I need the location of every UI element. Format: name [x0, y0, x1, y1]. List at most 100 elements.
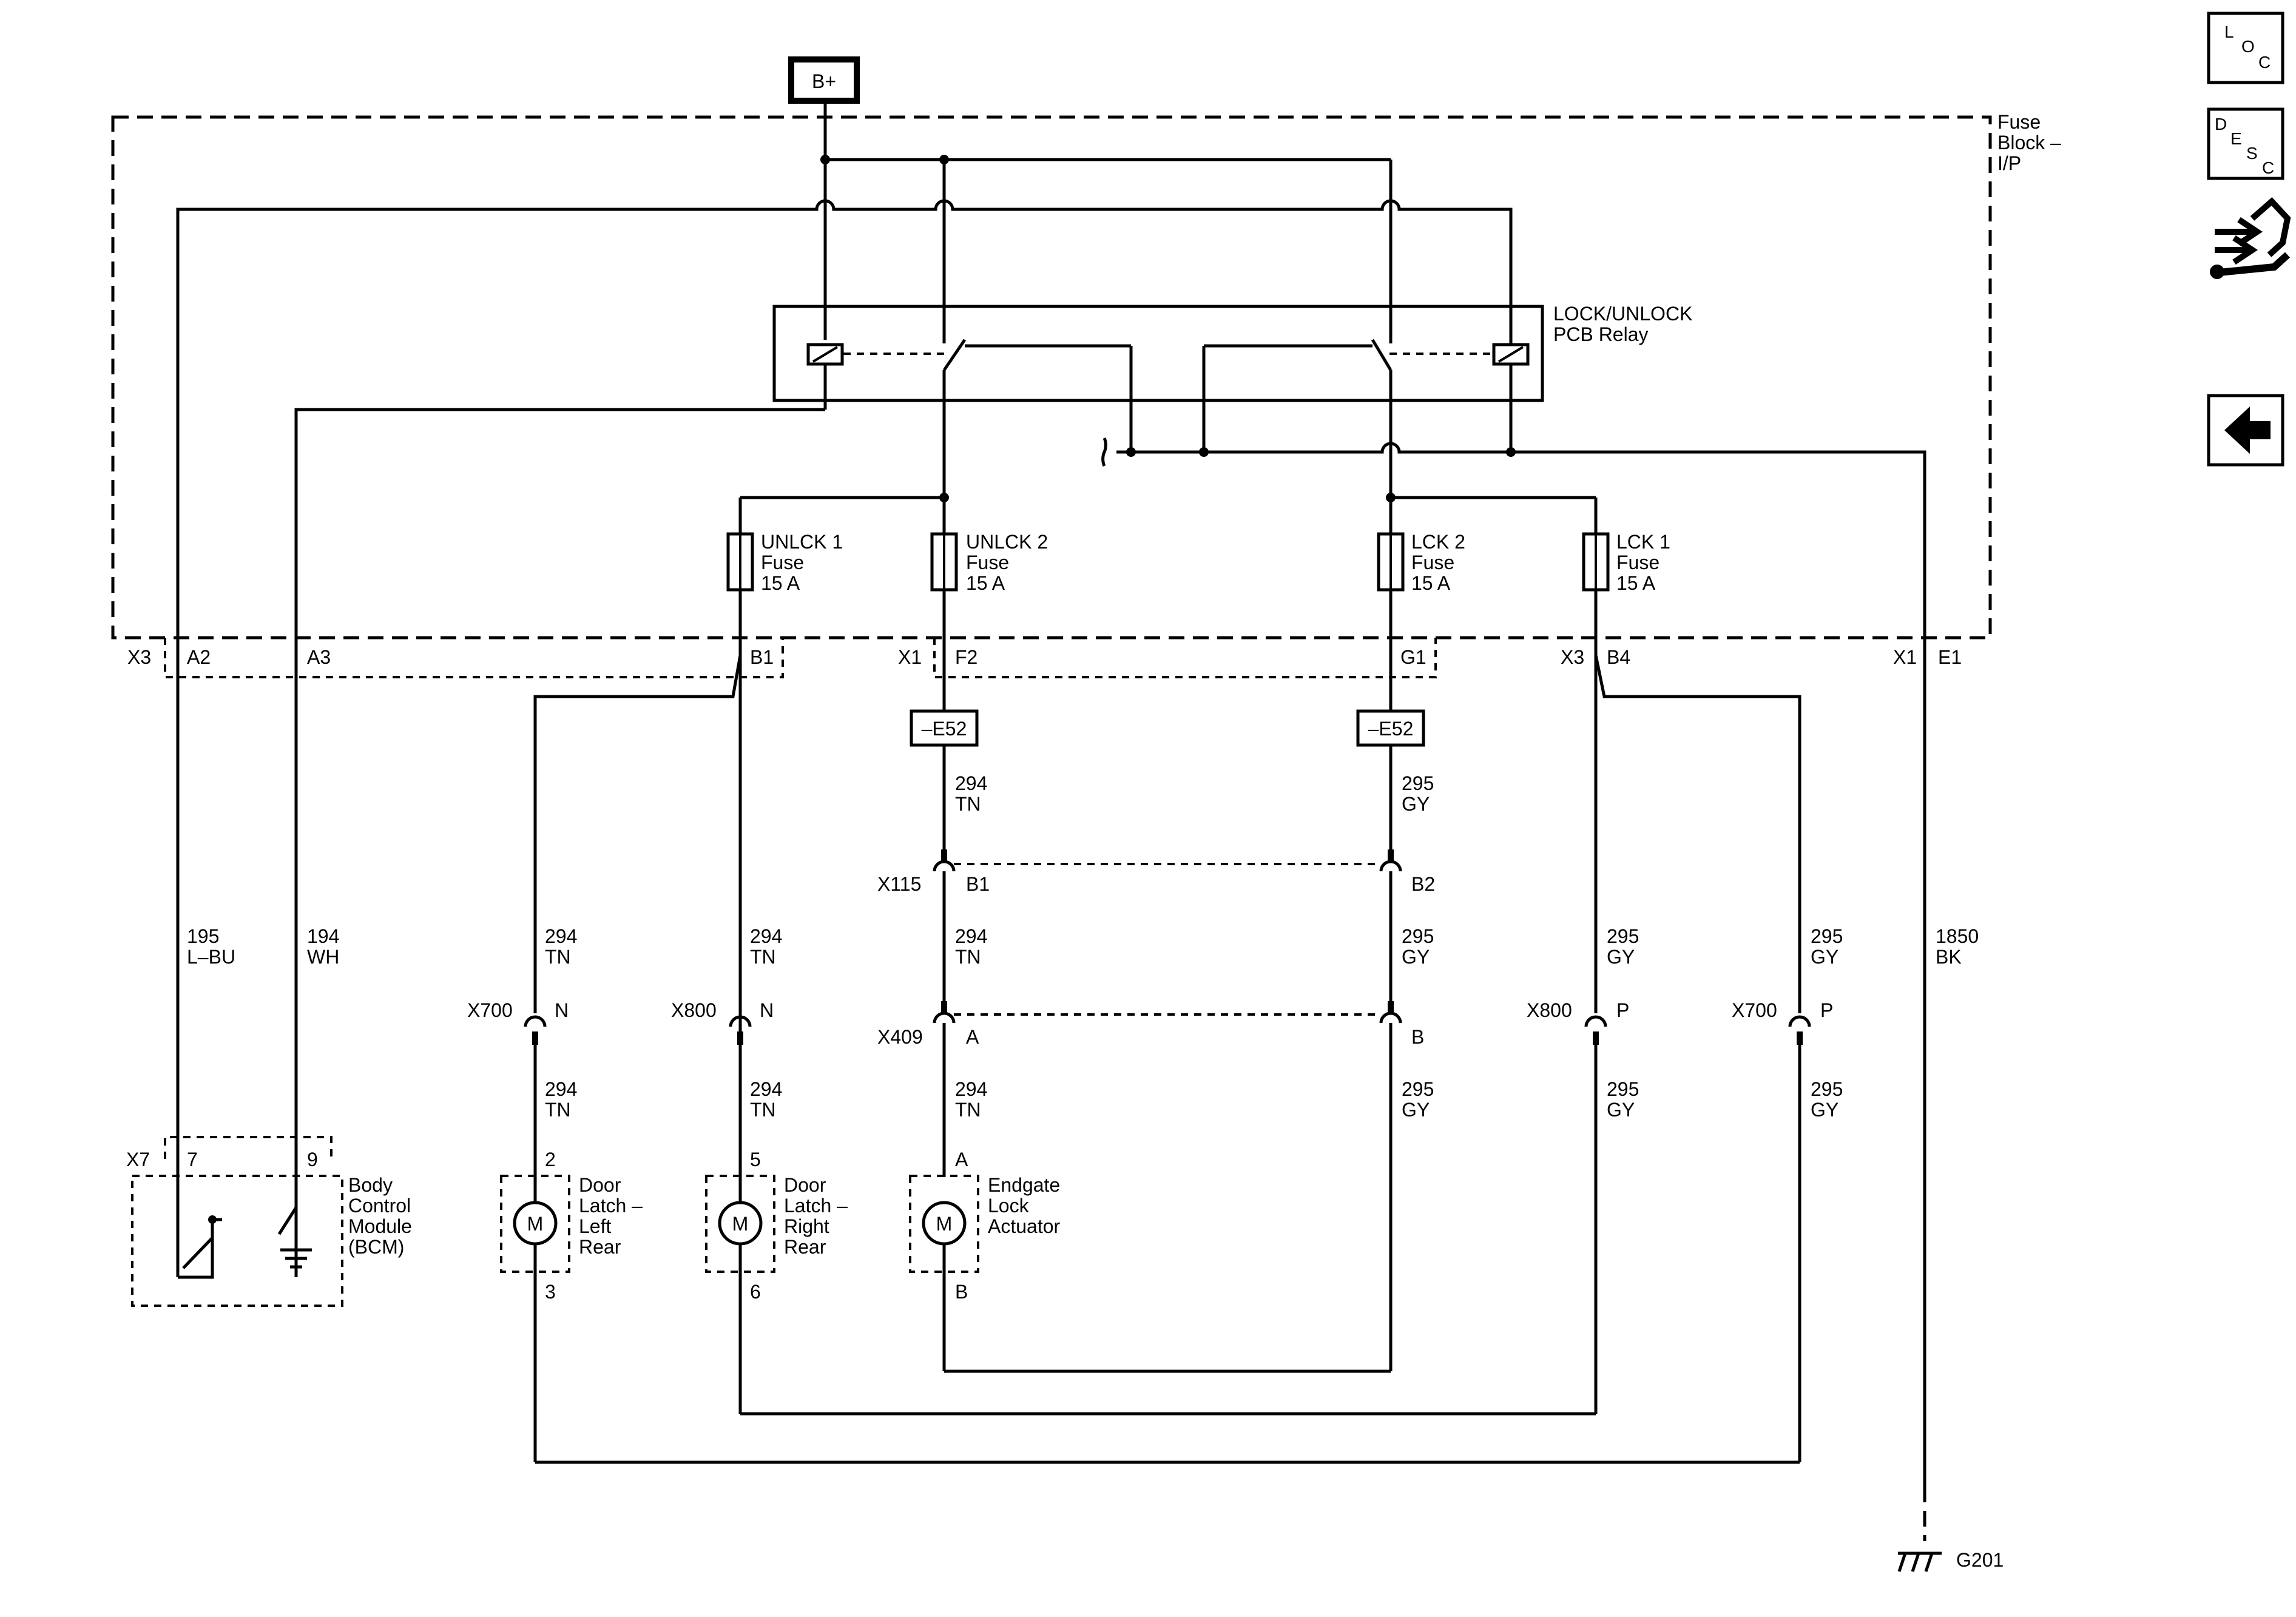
- endgate-pin-top: A: [955, 1149, 968, 1170]
- connector-x800-left: [729, 1015, 752, 1045]
- endgate-outline: [909, 1175, 979, 1273]
- conn-x409-label: X409: [877, 1026, 923, 1048]
- fuse-lck2-type: Fuse: [1411, 552, 1454, 573]
- bcm-pin-9: 9: [307, 1149, 318, 1170]
- endgate-label-3: Actuator: [988, 1215, 1061, 1237]
- conn-x800-right-pin: P: [1616, 999, 1629, 1021]
- pin-g1: G1: [1400, 646, 1427, 668]
- fuse-block-label-1: Fuse: [1997, 111, 2041, 133]
- pin-a3: A3: [307, 646, 331, 668]
- door-rr-label-3: Right: [784, 1215, 829, 1237]
- conn-x115-b2: B2: [1411, 873, 1435, 895]
- splice-e52-right-label: –E52: [1368, 718, 1414, 740]
- pin-x1-right: X1: [1893, 646, 1917, 668]
- desc-icon-d: D: [2215, 115, 2227, 133]
- wire-294-label-c: 294: [955, 1078, 987, 1100]
- door-rr-pin-top: 5: [750, 1149, 761, 1170]
- wire-194-label: 194: [307, 925, 339, 947]
- splice-e52-left: [910, 709, 979, 747]
- fuse-unlck2-type: Fuse: [966, 552, 1009, 573]
- connector-x700-left: [524, 1015, 547, 1045]
- bcm-label-3: Module: [348, 1215, 412, 1237]
- relay-label-1: LOCK/UNLOCK: [1553, 303, 1692, 325]
- wire-wh-label: WH: [307, 946, 339, 968]
- ground-g201-label: G201: [1956, 1549, 2004, 1571]
- wire-tn-label-f: TN: [545, 1099, 571, 1121]
- fuse-lck2-name: LCK 2: [1411, 531, 1465, 553]
- door-rr-outline: [705, 1175, 775, 1273]
- door-lr-label-3: Left: [579, 1215, 611, 1237]
- wire-tn-label-d: TN: [545, 946, 571, 968]
- door-rr-label-1: Door: [784, 1174, 826, 1196]
- pin-b4: B4: [1607, 646, 1630, 668]
- back-arrow-icon[interactable]: [2207, 394, 2284, 467]
- pin-b1: B1: [750, 646, 774, 668]
- wire-gy-label-g: GY: [1811, 1099, 1838, 1121]
- conn-x800-left: X800: [671, 999, 717, 1021]
- wire-tn-label-a: TN: [955, 793, 981, 815]
- fuse-block-label-2: Block –: [1997, 132, 2061, 154]
- conn-x800-left-pin: N: [760, 999, 774, 1021]
- pin-x1-mid: X1: [898, 646, 922, 668]
- door-lr-pin-top: 2: [545, 1149, 556, 1170]
- conn-x700-left: X700: [467, 999, 513, 1021]
- wire-gy-label-f: GY: [1607, 1099, 1635, 1121]
- fuse-block-outline: [111, 115, 1992, 640]
- wire-294-label-g: 294: [750, 1078, 782, 1100]
- wire-295-label-g: 295: [1811, 1078, 1843, 1100]
- conn-x409-a: A: [966, 1026, 979, 1048]
- endgate-pin-bottom: B: [955, 1281, 968, 1303]
- battery-positive-label: B+: [812, 70, 836, 92]
- pin-e1: E1: [1938, 646, 1962, 668]
- wire-295-label-b: 295: [1402, 925, 1434, 947]
- desc-icon[interactable]: D E S C: [2207, 107, 2284, 180]
- wire-tn-label-b: TN: [955, 946, 981, 968]
- wire-195-label: 195: [187, 925, 219, 947]
- door-lr-label-1: Door: [579, 1174, 621, 1196]
- door-rr-motor: [718, 1201, 763, 1246]
- pin-x3-left: X3: [127, 646, 151, 668]
- wire-gy-label-b: GY: [1402, 946, 1430, 968]
- door-rr-label-2: Latch –: [784, 1195, 848, 1217]
- fuse-lck2-rating: 15 A: [1411, 572, 1451, 594]
- fuse-unlck2-rating: 15 A: [966, 572, 1005, 594]
- connector-x700-right: [1788, 1015, 1811, 1045]
- connector-x800-right: [1584, 1015, 1607, 1045]
- door-rr-pin-bottom: 6: [750, 1281, 761, 1303]
- pin-f2: F2: [955, 646, 977, 668]
- desc-icon-c: C: [2262, 158, 2274, 177]
- bcm-outline: [131, 1175, 343, 1307]
- wire-tn-label-e: TN: [750, 946, 776, 968]
- splice-e52-right: [1356, 709, 1425, 747]
- wire-294-label-d: 294: [545, 925, 577, 947]
- door-rr-label-4: Rear: [784, 1236, 826, 1258]
- wire-gy-label-c: GY: [1402, 1099, 1430, 1121]
- wire-tn-label-g: TN: [750, 1099, 776, 1121]
- fuse-unlck1-name: UNLCK 1: [761, 531, 843, 553]
- wire-295-label-a: 295: [1402, 772, 1434, 794]
- wire-tn-label-c: TN: [955, 1099, 981, 1121]
- bcm-label-4: (BCM): [348, 1236, 404, 1258]
- fuse-unlck1-rating: 15 A: [761, 572, 800, 594]
- relay-outline: [772, 305, 1544, 402]
- wire-294-label-e: 294: [750, 925, 782, 947]
- fuse-block-label-3: I/P: [1997, 152, 2021, 174]
- fuse-lck1-type: Fuse: [1616, 552, 1660, 573]
- fuse-lck1-rating: 15 A: [1616, 572, 1656, 594]
- loc-icon-c: C: [2258, 53, 2271, 72]
- loc-icon[interactable]: L O C: [2207, 12, 2284, 84]
- door-lr-label-4: Rear: [579, 1236, 621, 1258]
- endgate-label-1: Endgate: [988, 1174, 1060, 1196]
- wire-294-label-f: 294: [545, 1078, 577, 1100]
- loc-icon-o: O: [2241, 37, 2255, 56]
- conn-x409-b: B: [1411, 1026, 1424, 1048]
- wire-gy-label-d: GY: [1607, 946, 1635, 968]
- wire-295-label-c: 295: [1402, 1078, 1434, 1100]
- wire-294-label-a: 294: [955, 772, 987, 794]
- fuse-lck1-name: LCK 1: [1616, 531, 1670, 553]
- pin-x3-right: X3: [1561, 646, 1584, 668]
- wire-294-label-b: 294: [955, 925, 987, 947]
- conn-x800-right: X800: [1527, 999, 1572, 1021]
- connector-tool-icon[interactable]: [2210, 197, 2291, 279]
